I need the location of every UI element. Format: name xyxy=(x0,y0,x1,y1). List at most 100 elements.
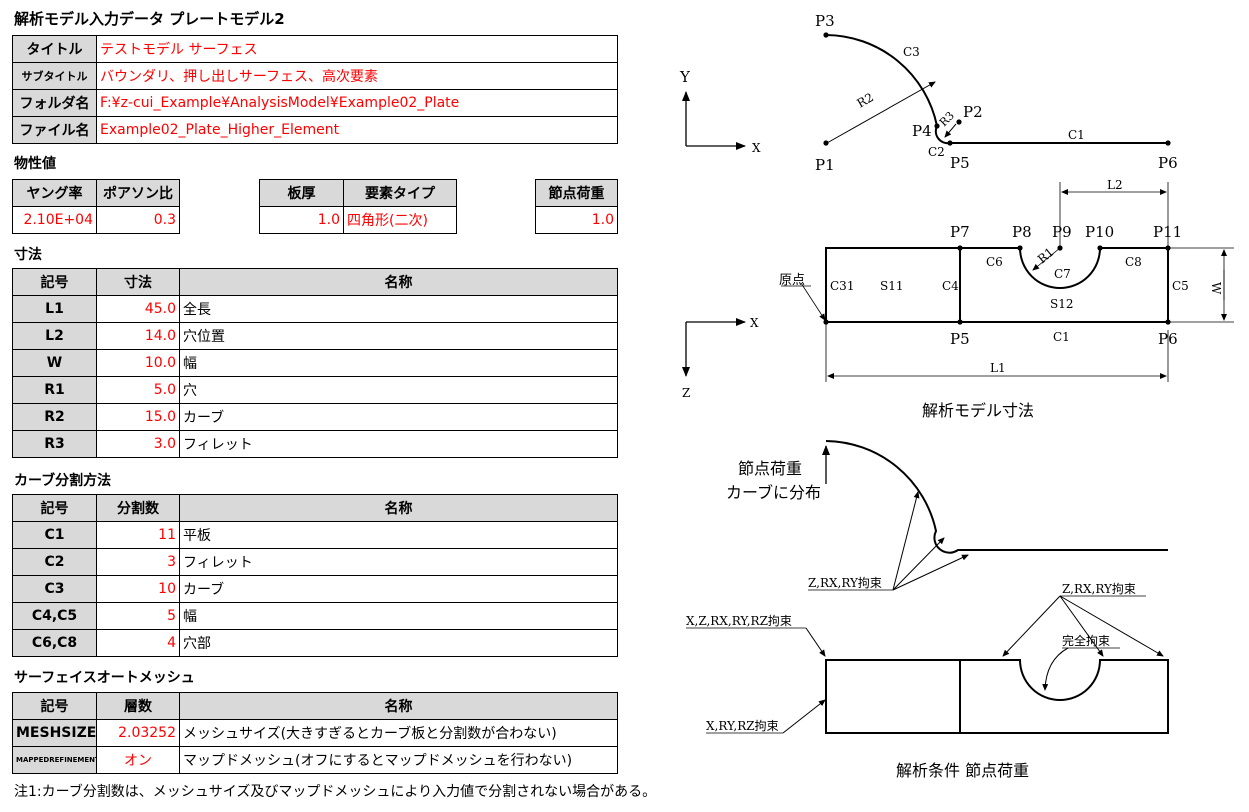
curve-label: C6 xyxy=(986,255,1003,269)
mesh-symbol: MAPPEDREFINEMENT xyxy=(12,746,97,774)
load-table: 節点荷重 1.0 xyxy=(535,179,618,234)
file-value: Example02_Plate_Higher_Element xyxy=(96,116,618,144)
r3-dimension xyxy=(944,123,957,138)
dim-symbol: R3 xyxy=(12,430,97,458)
folder-value: F:¥z-cui_Example¥AnalysisModel¥Example02… xyxy=(96,89,618,117)
curve-name: 幅 xyxy=(179,602,618,630)
mesh-value: 2.03252 xyxy=(96,719,180,747)
dimension-label: L2 xyxy=(1107,178,1123,192)
curve-name: フィレット xyxy=(179,548,618,576)
top-profile xyxy=(825,34,1168,145)
dim-value: 14.0 xyxy=(96,322,180,350)
curve-label: C3 xyxy=(903,45,920,59)
mesh-title: サーフェイスオートメッシュ xyxy=(14,670,195,686)
mesh-value: オン xyxy=(96,746,180,774)
bc-label: 完全拘束 xyxy=(1062,633,1110,648)
elemtype-label: 要素タイプ xyxy=(343,179,457,207)
dim-symbol: W xyxy=(12,349,97,377)
mesh-symbol: MESHSIZE xyxy=(12,719,97,747)
dimension-label: R1 xyxy=(1035,245,1057,266)
load-label: 節点荷重 xyxy=(535,179,618,207)
title-label: タイトル xyxy=(12,35,97,63)
young-value: 2.10E+04 xyxy=(12,206,97,234)
col-header: 記号 xyxy=(12,494,97,522)
load-note: 節点荷重 xyxy=(738,459,802,478)
material-table: ヤング率 ポアソン比 2.10E+04 0.3 xyxy=(12,179,180,234)
dim-name: 穴位置 xyxy=(179,322,618,350)
bc-label: Z,RX,RY拘束 xyxy=(1062,582,1136,596)
surface-label: S12 xyxy=(1050,297,1074,311)
axis-label-x: X xyxy=(750,316,759,330)
curve-name: 穴部 xyxy=(179,629,618,657)
axis-label-y: Y xyxy=(679,68,691,86)
dim-value: 3.0 xyxy=(96,430,180,458)
point-label: P8 xyxy=(1012,223,1032,241)
dim-name: 穴 xyxy=(179,376,618,404)
curve-divisions: 4 xyxy=(96,629,180,657)
table-row: サブタイトル バウンダリ、押し出しサーフェス、高次要素 xyxy=(12,62,618,90)
col-header: 分割数 xyxy=(96,494,180,522)
point-label: P5 xyxy=(950,154,970,172)
curve-divisions: 11 xyxy=(96,521,180,549)
mesh-name: マップドメッシュ(オフにするとマップドメッシュを行わない) xyxy=(179,746,618,774)
load-value: 1.0 xyxy=(535,206,618,234)
load-note: カーブに分布 xyxy=(726,483,821,502)
elemtype-value: 四角形(二次) xyxy=(343,206,457,234)
point-label: P6 xyxy=(1158,154,1178,172)
curve-label: C1 xyxy=(1053,330,1070,344)
dim-value: 45.0 xyxy=(96,295,180,323)
col-header: 寸法 xyxy=(96,268,180,296)
subtitle-value: バウンダリ、押し出しサーフェス、高次要素 xyxy=(96,62,618,90)
curve-label: C7 xyxy=(1054,267,1071,281)
curve-divisions: 10 xyxy=(96,575,180,603)
thickness-value: 1.0 xyxy=(259,206,344,234)
caption-model: 解析モデル寸法 xyxy=(922,401,1034,420)
point-label: P1 xyxy=(815,156,835,174)
dimension-label: W xyxy=(1209,282,1223,295)
dim-symbol: L1 xyxy=(12,295,97,323)
curve-symbol: C1 xyxy=(12,521,97,549)
curve-label: C5 xyxy=(1172,279,1189,293)
dim-value: 5.0 xyxy=(96,376,180,404)
young-label: ヤング率 xyxy=(12,179,97,207)
axis-label-z: Z xyxy=(682,386,690,400)
curve-name: 平板 xyxy=(179,521,618,549)
dim-name: 全長 xyxy=(179,295,618,323)
curve-label: C2 xyxy=(928,145,945,159)
dim-symbol: R1 xyxy=(12,376,97,404)
mesh-name: メッシュサイズ(大きすぎるとカーブ板と分割数が合わない) xyxy=(179,719,618,747)
point-label: P4 xyxy=(912,122,932,140)
col-header: 名称 xyxy=(179,494,618,522)
curve-symbol: C3 xyxy=(12,575,97,603)
subtitle-label: サブタイトル xyxy=(12,62,97,90)
point-label: P10 xyxy=(1085,223,1114,241)
point-label: P5 xyxy=(950,330,970,348)
bc-label: X,RY,RZ拘束 xyxy=(706,719,779,733)
bc-label: Z,RX,RY拘束 xyxy=(808,576,882,590)
table-row: フォルダ名 F:¥z-cui_Example¥AnalysisModel¥Exa… xyxy=(12,89,618,117)
dim-name: 幅 xyxy=(179,349,618,377)
curve-label: C4 xyxy=(942,279,959,293)
col-header: 記号 xyxy=(12,268,97,296)
page-title: 解析モデル入力データ プレートモデル2 xyxy=(14,10,285,28)
title-value: テストモデル サーフェス xyxy=(96,35,618,63)
curve-divisions: 5 xyxy=(96,602,180,630)
point-label: P6 xyxy=(1158,330,1178,348)
caption-conditions: 解析条件 節点荷重 xyxy=(896,761,1029,780)
dim-symbol: R2 xyxy=(12,403,97,431)
r2-dimension xyxy=(826,81,936,144)
col-header: 名称 xyxy=(179,692,618,720)
col-header: 名称 xyxy=(179,268,618,296)
